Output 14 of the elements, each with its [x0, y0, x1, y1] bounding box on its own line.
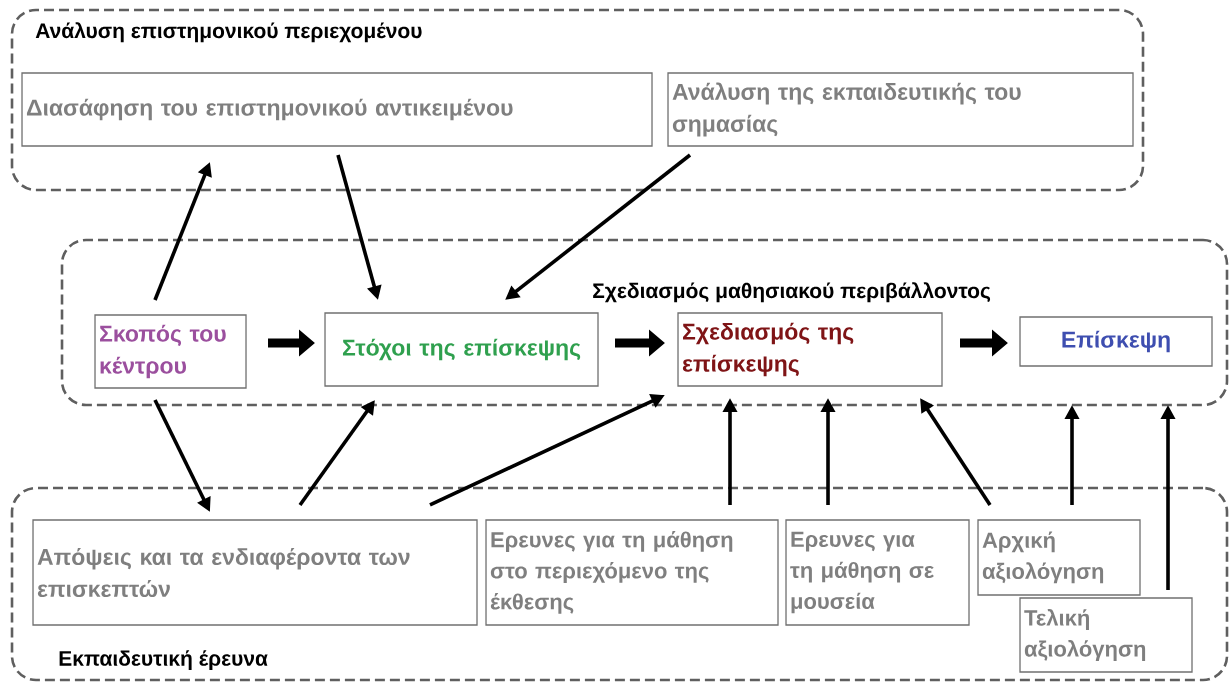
text-box: Διασάφηση του επιστημονικού αντικειμένου — [21, 72, 653, 147]
group-heading: Εκπαιδευτική έρευνα — [59, 650, 268, 670]
text-box: Αρχική αξιολόγηση — [977, 519, 1141, 596]
group-heading: Ανάλυση επιστημονικού περιεχομένου — [35, 22, 422, 43]
text-box: Σχεδιασμός της επίσκεψης — [677, 312, 943, 387]
text-box: Σκοπός του κέντρου — [94, 314, 247, 389]
text-box: Ανάλυση της εκπαιδευτικής του σημασίας — [667, 72, 1134, 147]
text-box: Ερευνες για τη μάθηση στο περιεχόμενο της έκθεσης — [485, 519, 779, 626]
group-heading: Σχεδιασμός μαθησιακού περιβάλλοντος — [593, 282, 991, 303]
text-box: Τελική αξιολόγηση — [1019, 597, 1193, 673]
text-box: Στόχοι της επίσκεψης — [324, 312, 599, 387]
text-box: Επίσκεψη — [1019, 316, 1213, 367]
text-box: Ερευνες για τη μάθηση σε μουσεία — [785, 519, 970, 626]
text-box: Απόψεις και τα ενδιαφέροντα των επισκεπτών — [32, 519, 478, 626]
